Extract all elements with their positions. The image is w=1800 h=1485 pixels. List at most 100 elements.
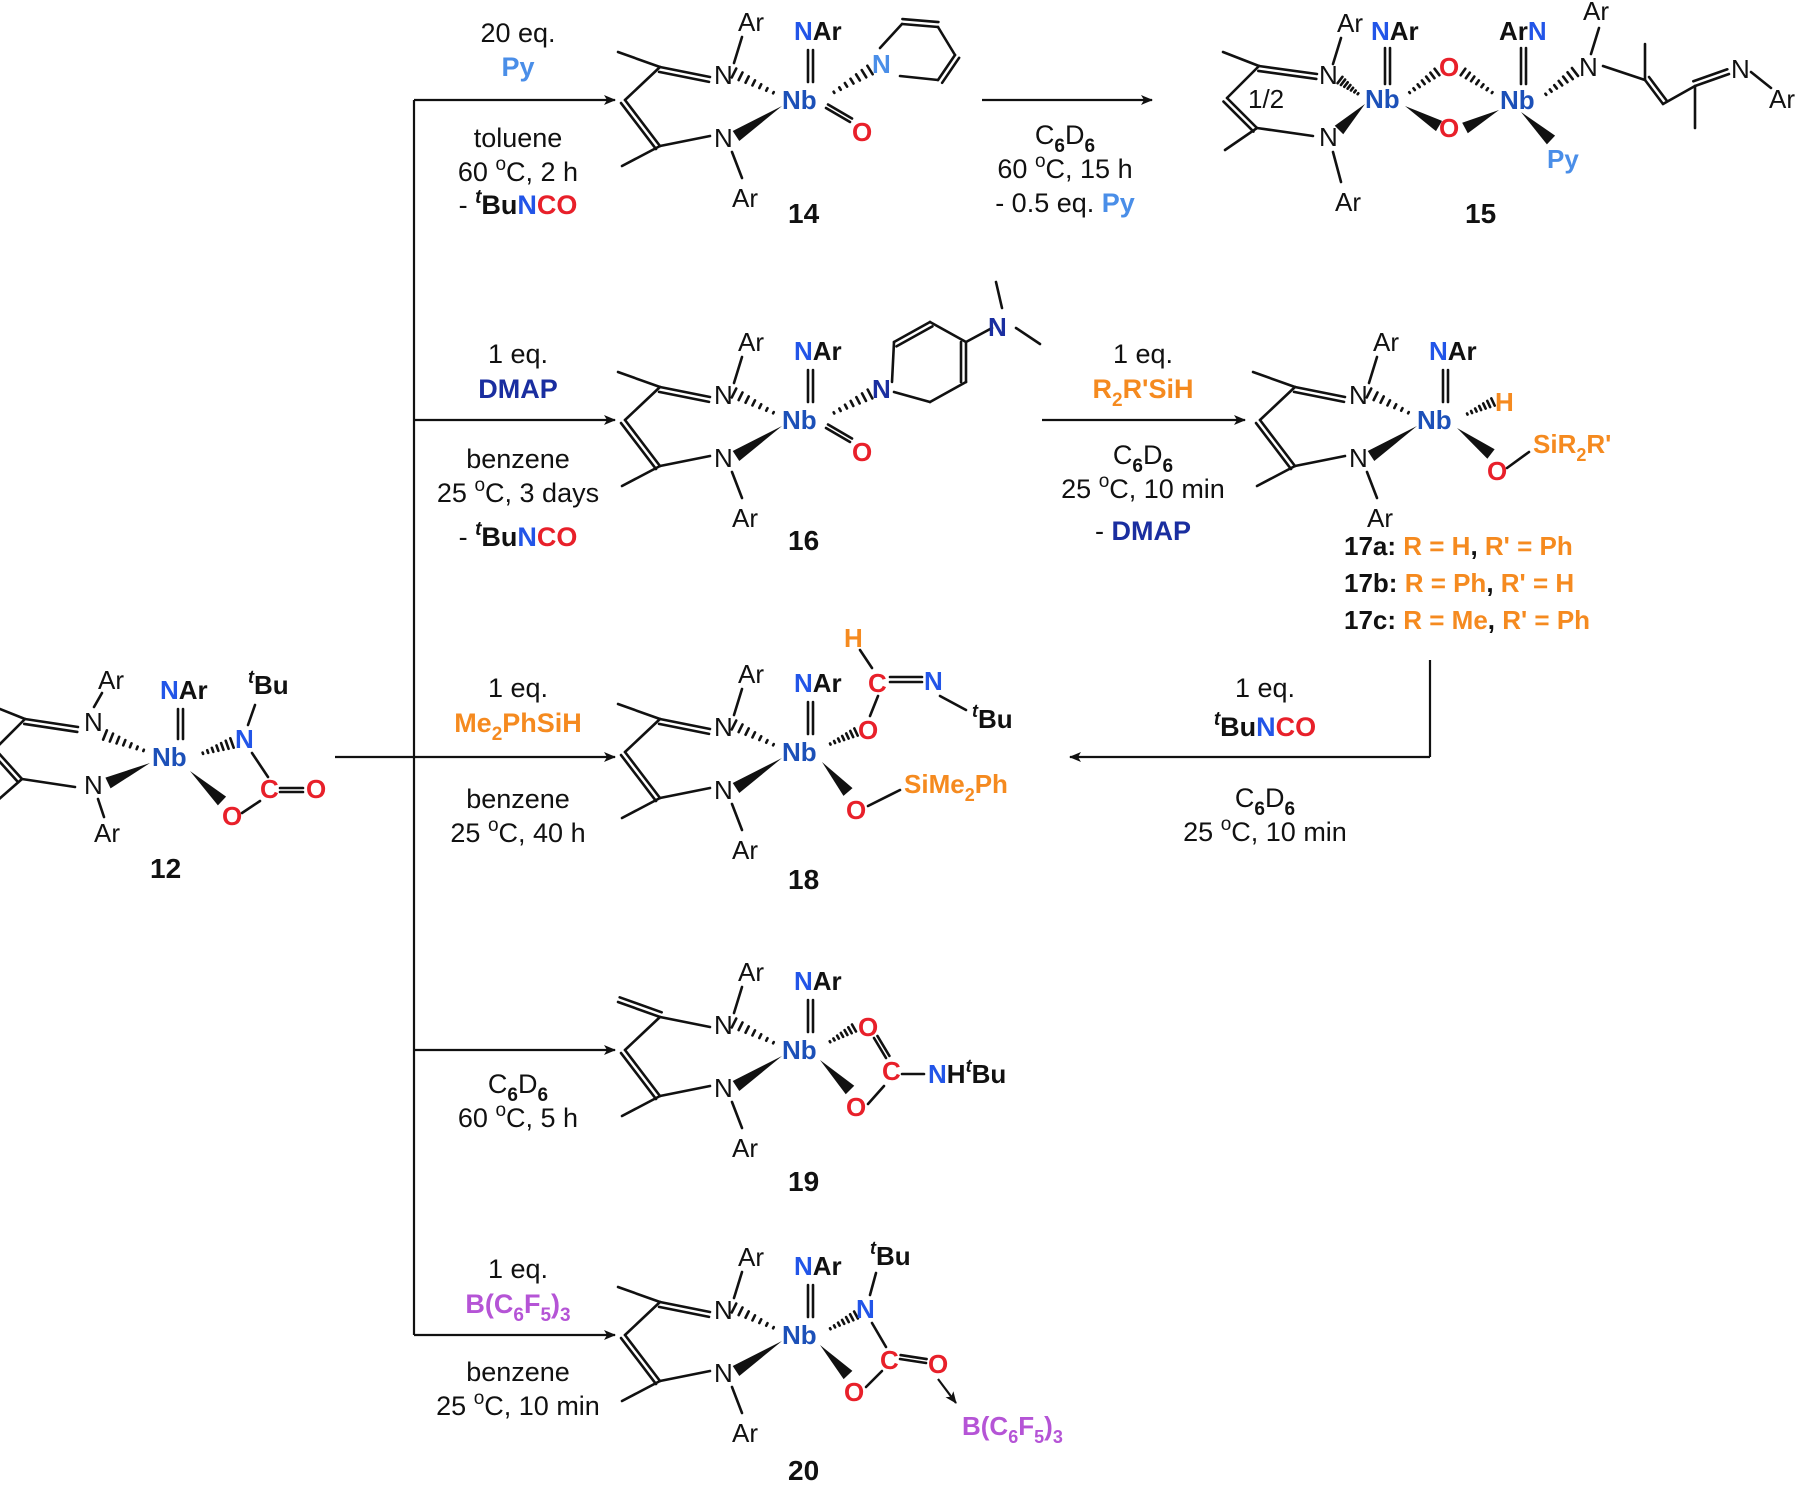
c20-nb-n-hash-dash-5 (744, 1310, 751, 1320)
c15-nb2-o-hash-dash-7 (1459, 67, 1467, 77)
c12-ring-c: C (260, 774, 279, 804)
c18-nb: Nb (782, 737, 817, 767)
c12-ring-n: N (235, 724, 254, 754)
c17-nb-n-hash-dash-1 (1406, 410, 1411, 415)
c14-bb-n1c1 (658, 65, 712, 79)
c20-co-double-second (899, 1353, 928, 1361)
c20-bb-n1c1-second (657, 1305, 711, 1319)
c17-nb-n-hash-dash-2 (1399, 406, 1404, 413)
c15-nb1-n-hash-dash-5 (1342, 80, 1350, 89)
c17-nb-n-hash-dash-5 (1379, 395, 1386, 405)
c15-methyl-top (1221, 50, 1261, 68)
c20-nb-n-hash-dash-7 (730, 1302, 738, 1314)
c18-nb-n-hash-dash-5 (744, 727, 751, 737)
c17-nb-n-hash-dash-6 (1372, 391, 1379, 402)
c20-nb-n-hash-dash-4 (840, 1318, 846, 1326)
c14-nb-py-hash-dash-4 (849, 77, 855, 85)
c12-nb-o-wedge (190, 771, 227, 806)
c20-bb-n1c1 (658, 1300, 712, 1314)
c15-n-ar-bottom (1331, 150, 1343, 184)
c18-ar-top: Ar (738, 659, 764, 689)
c15-nb1-n-wedge (1334, 104, 1365, 135)
c18-bb-n1c1-second (657, 722, 711, 736)
c14-py-bond-1 (900, 22, 940, 29)
c14-bb-c3n2 (658, 134, 712, 148)
c15-nb1-o-hash-dash-2 (1412, 86, 1417, 92)
cond-20-temp: 25 oC, 10 min (436, 1388, 600, 1421)
c18-o-imidate: O (858, 715, 878, 745)
c16-dmap-bond-2 (928, 320, 968, 344)
c14-n-top: N (714, 60, 733, 90)
c18-bb-n1c1 (658, 717, 712, 731)
c14-nb-py-hash-dash-6 (860, 68, 868, 79)
c18-h: H (844, 623, 863, 653)
cond-20-solvent: benzene (466, 1357, 570, 1387)
c19-nb-n-hash-dash-4 (751, 1029, 757, 1037)
cond-17-18-temp: 25 oC, 10 min (1183, 814, 1347, 847)
c14-nb-py-hash-dash-3 (843, 81, 849, 88)
c14-py-bond-1-second (901, 17, 940, 24)
c20-nb-n-hash-dash-1 (771, 1325, 776, 1330)
c16-dmap-bond-5 (892, 390, 932, 404)
c15-nar1: NAr (1371, 16, 1419, 46)
c19-nb-n-hash-dash-6 (737, 1021, 744, 1032)
c14-nb-n-hash-dash-2 (764, 86, 769, 93)
c16-bb-c1c2 (623, 385, 662, 422)
c19-n-top: N (714, 1010, 733, 1040)
c15-nb1-n-hash-dash-6 (1339, 78, 1347, 87)
c17-n-bottom: N (1349, 443, 1368, 473)
c17-nb-n-hash-dash-7 (1365, 387, 1373, 399)
cond-15-byproduct: - 0.5 eq. Py (995, 188, 1135, 218)
c19-ar-bottom: Ar (732, 1133, 758, 1163)
c16-nb-dmap-hash-dash-6 (860, 392, 868, 403)
c16-nb-n-hash-dash-4 (751, 399, 757, 407)
label-19: 19 (788, 1166, 819, 1197)
c15-cc-double (1643, 78, 1665, 106)
c15-n-ar-amide (1589, 26, 1601, 56)
cond-19-temp: 60 oC, 5 h (458, 1100, 578, 1133)
c17-bb-n1c1 (1293, 385, 1347, 399)
c20-co-double (898, 1357, 928, 1365)
c12-ring-nc (250, 751, 270, 779)
c17-nb-h-hash-dash-4 (1477, 404, 1483, 412)
c14-oxo-o: O (852, 117, 872, 147)
c18-bb-c2c3-second (619, 753, 658, 803)
label-20: 20 (788, 1455, 819, 1485)
c15-nb2: Nb (1500, 85, 1535, 115)
cond-17-18-solvent: C6D6 (1235, 783, 1295, 820)
c15-nb2-n-hash-dash-6 (1566, 71, 1575, 81)
c12-nb-n-ring-hash-dash-4 (215, 744, 220, 753)
cond-17-silane: R2R'SiH (1092, 374, 1193, 411)
c19-nb-o-hash-dash-4 (839, 1031, 845, 1039)
c16-nb-n-hash-dash-3 (758, 402, 763, 410)
cond-17-18-isocyanate: tBuNCO (1214, 709, 1316, 742)
c19-bb-c3n2 (658, 1084, 712, 1098)
c18-nb-n-hash-dash-1 (771, 742, 776, 747)
cond-18-temp: 25 oC, 40 h (450, 815, 585, 848)
c20-bb-c2c3 (623, 1333, 662, 1383)
c17-bb-c2c3 (1258, 418, 1297, 468)
c16-dmap-bond-4 (928, 380, 968, 404)
c15-n-top: N (1319, 60, 1338, 90)
c16-ar-bottom: Ar (732, 503, 758, 533)
c12-nb-n-ring-hash-dash-5 (219, 741, 225, 752)
cond-18-solvent: benzene (466, 784, 570, 814)
c15-cc (1661, 84, 1697, 106)
c18-o-c (868, 694, 880, 718)
c14-nb-n-hash-dash-5 (744, 75, 751, 85)
c14-bb-c2c3 (623, 98, 662, 148)
c20-nb-o-wedge (820, 1345, 853, 1380)
c19-exo-methylene-second (618, 995, 663, 1014)
c16-dmap-bond-1-second (895, 325, 934, 348)
c18-n-ar-top (732, 687, 744, 717)
c19-o-bridge: O (846, 1092, 866, 1122)
cond-20-eq: 1 eq. (488, 1254, 548, 1284)
cond-18-silane: Me2PhSiH (454, 708, 582, 745)
c14-py-bond-0 (878, 22, 904, 50)
c12-bb-c2c3-second (0, 760, 20, 784)
c15-nb2-n-hash-dash-3 (1552, 83, 1559, 90)
c14-nb-py-hash-dash-1 (832, 90, 836, 95)
c17-o-si (1505, 450, 1531, 470)
c15-nb2-n-hash-dash-2 (1548, 88, 1553, 94)
c20-nb-n-hash-dash-5 (844, 1315, 851, 1324)
